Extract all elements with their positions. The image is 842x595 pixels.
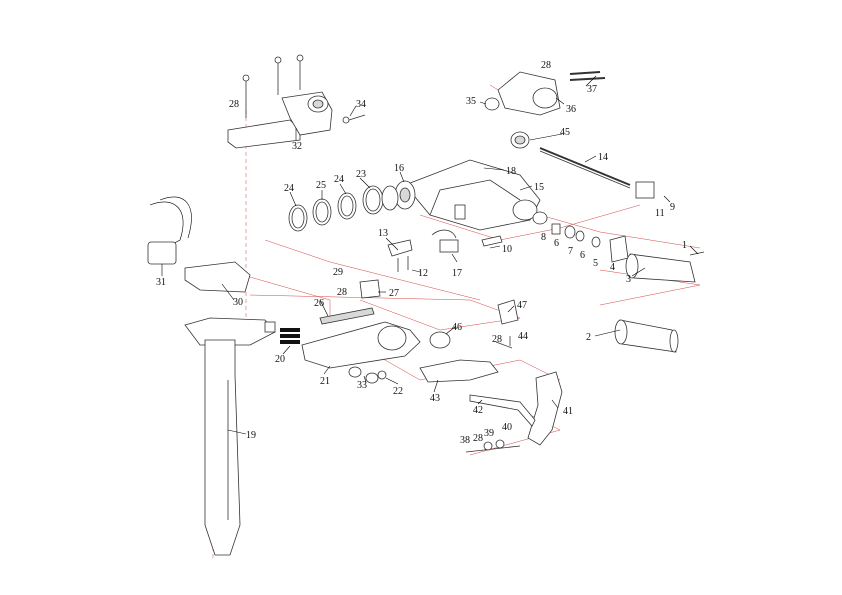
callout-11: 11 (655, 208, 665, 219)
callout-14: 14 (598, 152, 608, 163)
callout-13: 13 (378, 228, 388, 239)
callout-4: 4 (610, 262, 615, 273)
steering-column (184, 317, 300, 556)
tiller-bracket (227, 54, 366, 149)
callout-2: 2 (586, 332, 591, 343)
callout-36: 36 (566, 104, 576, 115)
callout-47: 47 (517, 300, 527, 311)
callout-labels: 1 2 3 4 5 6 6 7 8 9 10 11 12 13 14 15 16… (156, 60, 687, 446)
callout-5: 5 (593, 258, 598, 269)
callout-38: 38 (460, 435, 470, 446)
seal-rings (288, 185, 384, 232)
callout-28-c: 28 (337, 287, 347, 298)
callout-1: 1 (682, 240, 687, 251)
callout-21: 21 (320, 376, 330, 387)
callout-39: 39 (484, 428, 494, 439)
callout-28-b: 28 (541, 60, 551, 71)
callout-6-a: 6 (554, 238, 559, 249)
callout-26: 26 (314, 298, 324, 309)
callout-45: 45 (560, 127, 570, 138)
leader-lines (161, 75, 699, 435)
tiller-housing (381, 159, 548, 231)
callout-28-e: 28 (473, 433, 483, 444)
callout-40: 40 (502, 422, 512, 433)
callout-43: 43 (430, 393, 440, 404)
upper-cover (484, 71, 606, 116)
throttle-shaft (510, 131, 655, 199)
throttle-grip-parts (551, 223, 705, 353)
callout-28-d: 28 (492, 334, 502, 345)
lower-tiller (301, 279, 421, 384)
cable-boot (147, 196, 251, 293)
callout-16: 16 (394, 163, 404, 174)
callout-7: 7 (568, 246, 573, 257)
callout-44: 44 (518, 331, 528, 342)
callout-34: 34 (356, 99, 366, 110)
callout-29: 29 (333, 267, 343, 278)
callout-22: 22 (393, 386, 403, 397)
callout-20: 20 (275, 354, 285, 365)
callout-8: 8 (541, 232, 546, 243)
callout-9: 9 (670, 202, 675, 213)
callout-25: 25 (316, 180, 326, 191)
callout-27: 27 (389, 288, 399, 299)
callout-18: 18 (506, 166, 516, 177)
callout-32: 32 (292, 141, 302, 152)
callout-24-b: 24 (334, 174, 344, 185)
callout-33: 33 (357, 380, 367, 391)
callout-28-a: 28 (229, 99, 239, 110)
callout-17: 17 (452, 268, 462, 279)
callout-6-b: 6 (580, 250, 585, 261)
callout-24-a: 24 (284, 183, 294, 194)
callout-46: 46 (452, 322, 462, 333)
callout-15: 15 (534, 182, 544, 193)
callout-42: 42 (473, 405, 483, 416)
callout-37: 37 (587, 84, 597, 95)
callout-23: 23 (356, 169, 366, 180)
stop-switch (387, 229, 503, 272)
callout-19: 19 (246, 430, 256, 441)
callout-35: 35 (466, 96, 476, 107)
callout-30: 30 (233, 297, 243, 308)
callout-41: 41 (563, 406, 573, 417)
callout-3: 3 (626, 274, 631, 285)
callout-31: 31 (156, 277, 166, 288)
callout-10: 10 (502, 244, 512, 255)
callout-12: 12 (418, 268, 428, 279)
gear-shift-parts (419, 299, 563, 453)
